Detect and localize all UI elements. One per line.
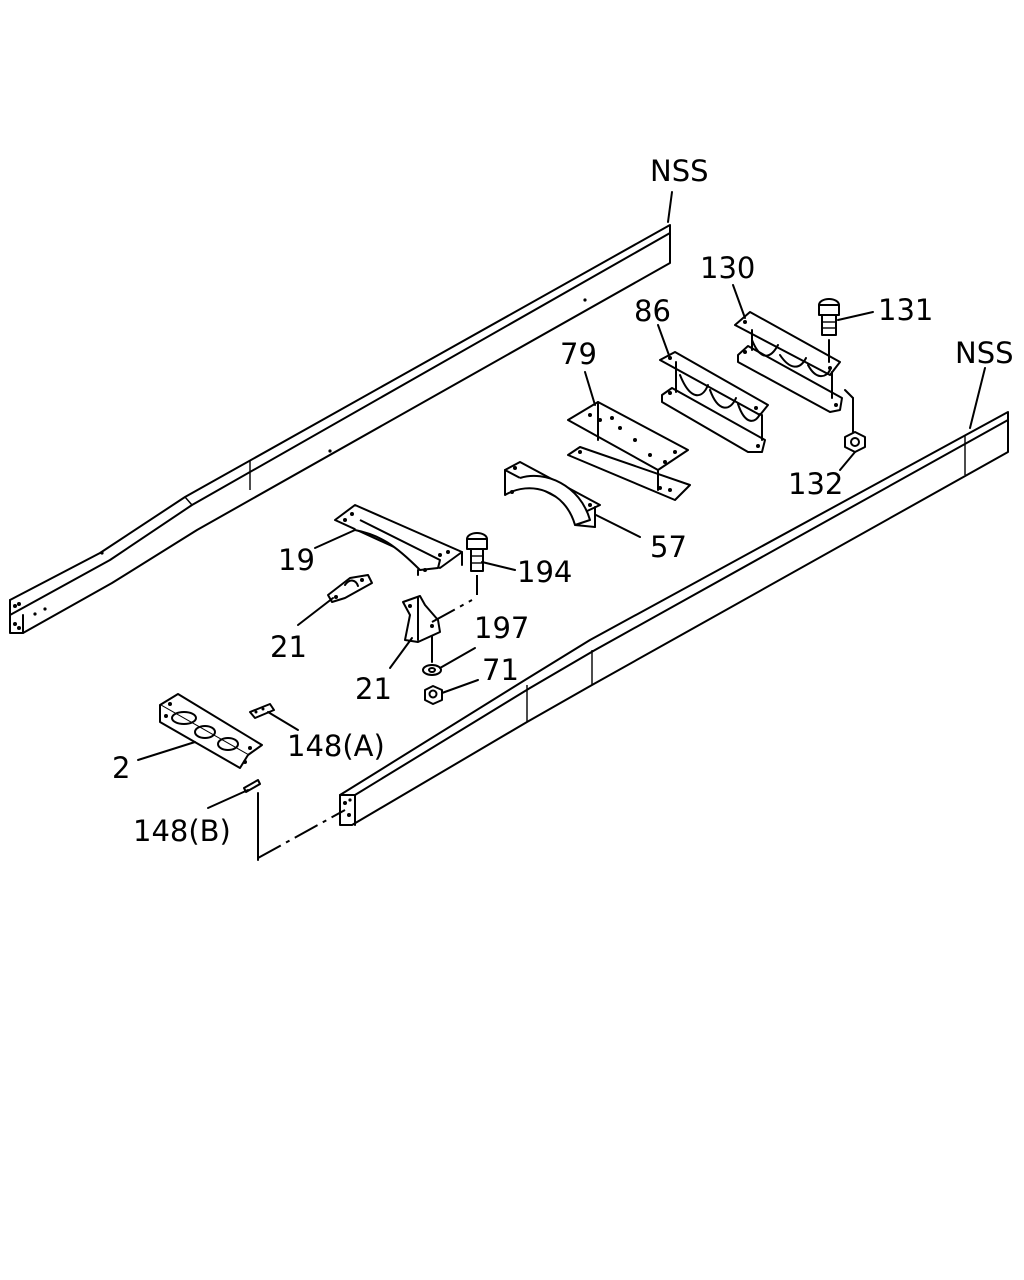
crossmember-57 bbox=[504, 461, 601, 528]
alignment-lines bbox=[257, 575, 478, 859]
bolt-194 bbox=[466, 532, 488, 572]
crossmember-19 bbox=[334, 504, 463, 576]
left-side-rail bbox=[9, 224, 671, 634]
crossmember-79 bbox=[567, 401, 691, 501]
right-side-rail bbox=[339, 411, 1009, 826]
label-148a: 148(A) bbox=[287, 729, 385, 763]
bracket-21-center bbox=[402, 595, 441, 643]
leader-lines bbox=[137, 191, 986, 809]
bracket-21-left bbox=[327, 574, 373, 603]
label-21-center: 21 bbox=[355, 672, 392, 706]
bolt-148b bbox=[243, 779, 261, 861]
label-197: 197 bbox=[474, 611, 529, 645]
nut-71 bbox=[424, 685, 443, 705]
label-nss-left: NSS bbox=[650, 154, 709, 188]
label-86: 86 bbox=[634, 294, 671, 328]
plate-148a bbox=[249, 703, 275, 719]
label-130: 130 bbox=[700, 251, 755, 285]
label-21-left: 21 bbox=[270, 630, 307, 664]
bolt-131 bbox=[818, 298, 840, 363]
crossmember-130 bbox=[734, 311, 843, 413]
callout-labels: NSS NSS 130 131 86 79 132 57 19 194 21 2… bbox=[112, 154, 1014, 848]
label-148b: 148(B) bbox=[133, 814, 231, 848]
crossmember-86 bbox=[659, 351, 769, 453]
label-57: 57 bbox=[650, 530, 687, 564]
label-194: 194 bbox=[517, 555, 572, 589]
label-79: 79 bbox=[560, 337, 597, 371]
label-71: 71 bbox=[482, 653, 519, 687]
label-19: 19 bbox=[278, 543, 315, 577]
label-131: 131 bbox=[878, 293, 933, 327]
crossmember-2 bbox=[159, 693, 263, 769]
washer-197 bbox=[422, 635, 442, 676]
label-132: 132 bbox=[788, 467, 843, 501]
nut-132 bbox=[844, 389, 866, 453]
label-2: 2 bbox=[112, 751, 130, 785]
label-nss-right: NSS bbox=[955, 336, 1014, 370]
